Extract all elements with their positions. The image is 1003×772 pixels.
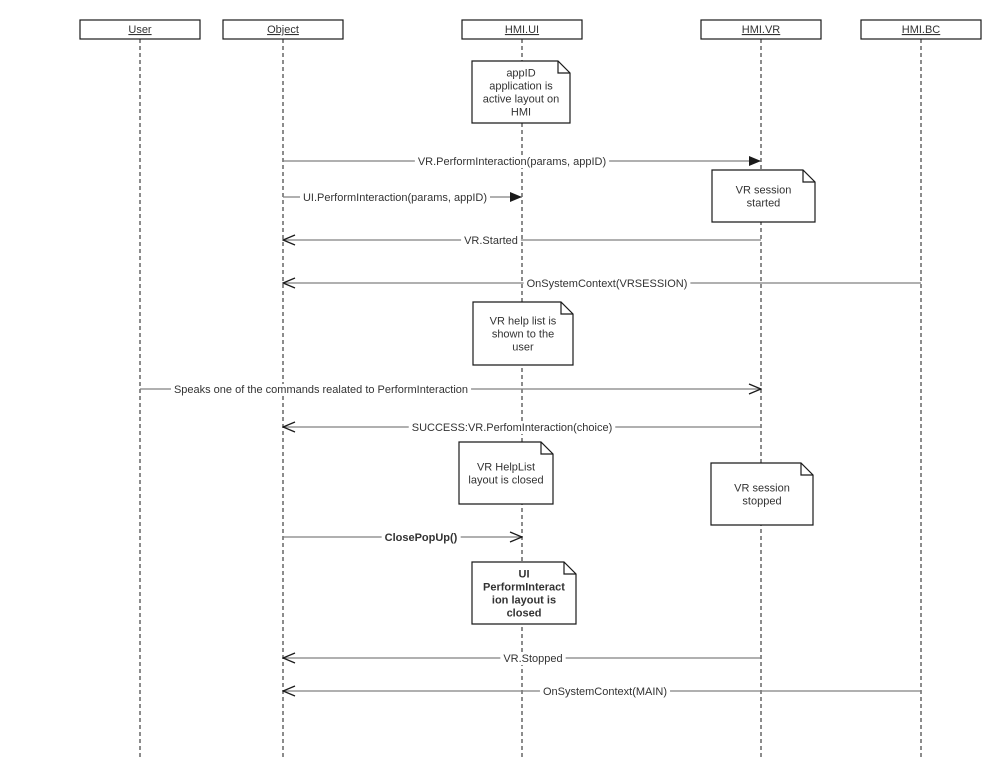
message-9: OnSystemContext(MAIN) [283, 686, 921, 698]
message-label: VR.Stopped [503, 653, 562, 665]
message-5: Speaks one of the commands realated to P… [140, 384, 761, 396]
message-label-backdrop [523, 278, 691, 290]
lifeline-label-object: Object [267, 24, 299, 36]
message-label: ClosePopUp() [385, 532, 458, 544]
note-body [710, 462, 814, 526]
note-fold-corner-icon [563, 562, 576, 575]
lifeline-label-hmi-ui: HMI.UI [505, 24, 539, 36]
message-label: VR.PerformInteraction(params, appID) [418, 156, 606, 168]
lifeline-head-hmi-bc [860, 19, 982, 40]
lifeline-head-hmi-ui [461, 19, 583, 40]
lifeline-head-object [222, 19, 344, 40]
lifeline-label-hmi-bc: HMI.BC [902, 24, 941, 36]
message-label-backdrop [414, 156, 610, 168]
message-8: VR.Stopped [283, 653, 761, 665]
message-label: UI.PerformInteraction(params, appID) [303, 192, 487, 204]
message-1: VR.PerformInteraction(params, appID) [283, 156, 761, 168]
lifeline-label-user: User [128, 24, 152, 36]
message-label: VR.Started [464, 235, 518, 247]
message-label-backdrop [170, 384, 472, 396]
message-label: Speaks one of the commands realated to P… [174, 384, 468, 396]
message-label-backdrop [461, 235, 521, 247]
message-label: OnSystemContext(MAIN) [543, 686, 667, 698]
message-label-backdrop [408, 422, 616, 434]
note-body [471, 60, 571, 124]
lifelines-layer: User Object HMI.UI HMI.VR HMI.BC [79, 19, 982, 758]
note-body [458, 441, 554, 505]
message-label-backdrop [299, 192, 491, 204]
note-fold-corner-icon [540, 442, 553, 455]
note-fold-corner-icon [802, 170, 815, 183]
note-fold-corner-icon [800, 463, 813, 476]
message-label: OnSystemContext(VRSESSION) [527, 278, 688, 290]
message-4: OnSystemContext(VRSESSION) [283, 278, 921, 290]
lifeline-label-hmi-vr: HMI.VR [742, 24, 781, 36]
lifeline-head-hmi-vr [700, 19, 822, 40]
note-fold-corner-icon [560, 302, 573, 315]
note-body [711, 169, 816, 223]
message-label-backdrop [381, 532, 461, 544]
message-label-backdrop [500, 653, 566, 665]
messages-layer: VR.PerformInteraction(params, appID) UI.P… [140, 156, 921, 698]
note-body [471, 561, 577, 625]
message-6: SUCCESS:VR.PerfomInteraction(choice) [283, 422, 761, 434]
message-label: SUCCESS:VR.PerfomInteraction(choice) [412, 422, 613, 434]
message-7: ClosePopUp() [283, 532, 522, 544]
note-fold-corner-icon [557, 61, 570, 74]
message-3: VR.Started [283, 235, 761, 247]
message-2: UI.PerformInteraction(params, appID) [283, 192, 522, 204]
note-body [472, 301, 574, 366]
message-label-backdrop [539, 686, 671, 698]
lifeline-head-user [79, 19, 201, 40]
